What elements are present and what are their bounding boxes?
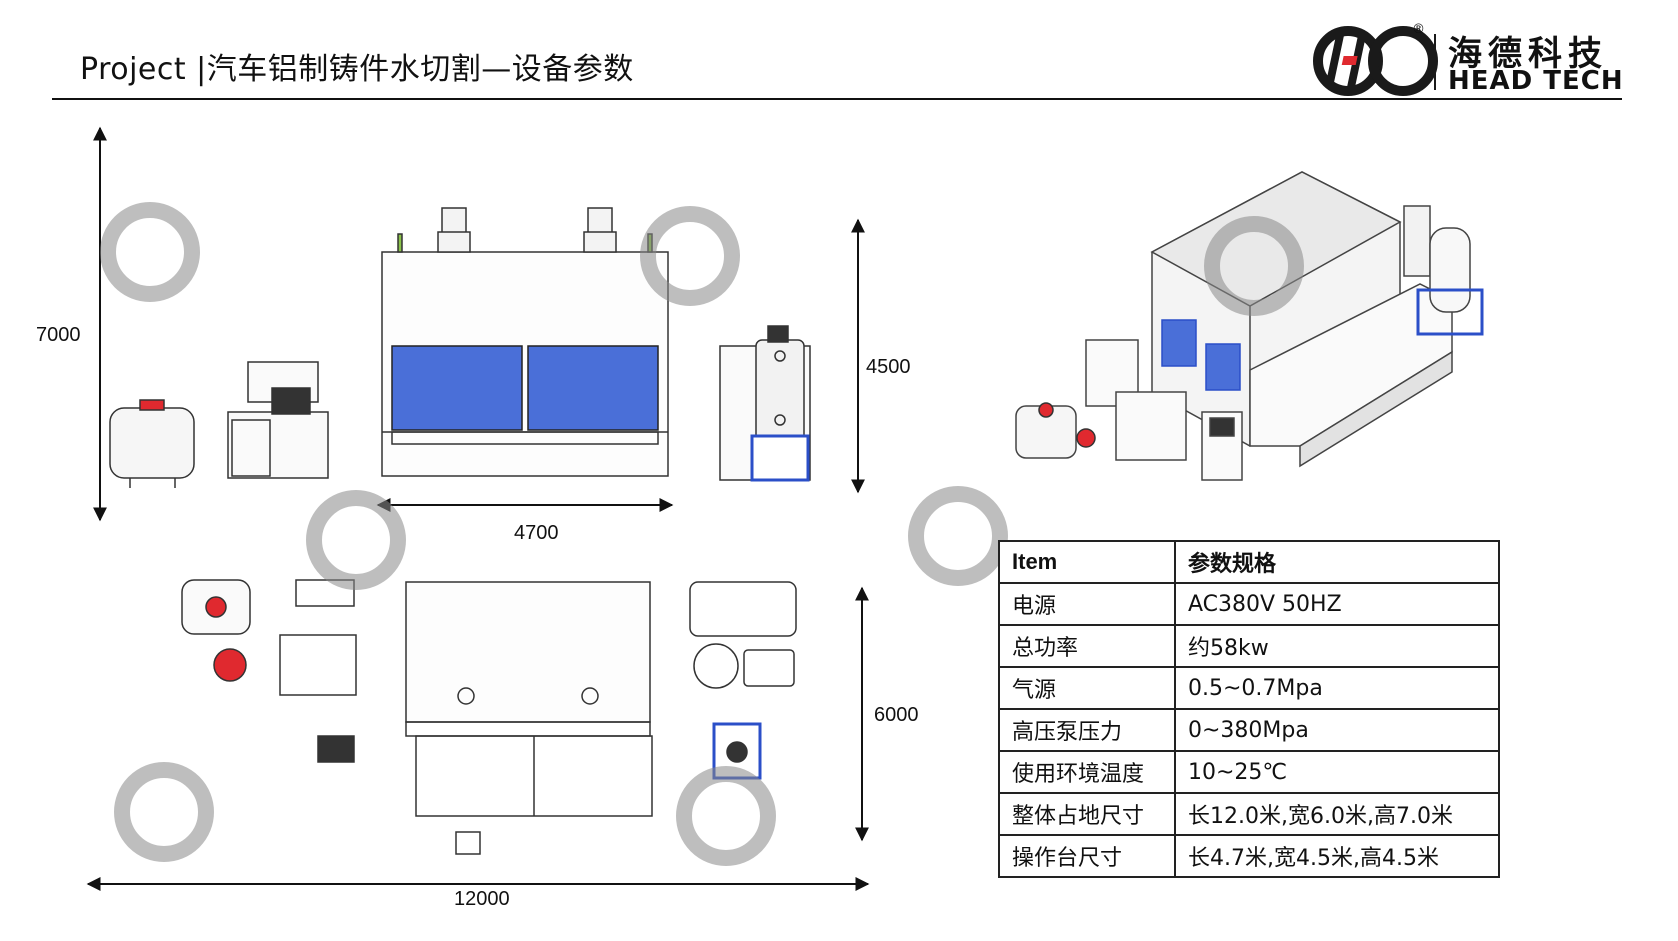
column-header-spec: 参数规格 <box>1174 540 1500 584</box>
row-spec: 约58kw <box>1174 624 1500 668</box>
row-spec: 长4.7米,宽4.5米,高4.5米 <box>1174 834 1500 878</box>
dim-label-width-front: 4700 <box>514 522 559 544</box>
table-row: 整体占地尺寸 长12.0米,宽6.0米,高7.0米 <box>998 792 1500 836</box>
table-row: 操作台尺寸 长4.7米,宽4.5米,高4.5米 <box>998 834 1500 878</box>
dim-label-height-total: 7000 <box>36 324 81 346</box>
row-item: 操作台尺寸 <box>998 834 1176 878</box>
header-divider <box>52 98 1622 100</box>
row-item: 整体占地尺寸 <box>998 792 1176 836</box>
row-spec: 10~25℃ <box>1174 750 1500 794</box>
spec-table: Item 参数规格 电源 AC380V 50HZ 总功率 约58kw 气源 0.… <box>998 540 1500 878</box>
row-spec: AC380V 50HZ <box>1174 582 1500 626</box>
dim-label-depth-plan: 6000 <box>874 704 919 726</box>
column-header-item: Item <box>998 540 1176 584</box>
dim-label-width-total: 12000 <box>454 888 510 910</box>
row-item: 气源 <box>998 666 1176 710</box>
row-item: 高压泵压力 <box>998 708 1176 752</box>
page-title: Project |汽车铝制铸件水切割—设备参数 <box>80 52 634 87</box>
table-row: 高压泵压力 0~380Mpa <box>998 708 1500 752</box>
row-spec: 0.5~0.7Mpa <box>1174 666 1500 710</box>
row-spec: 0~380Mpa <box>1174 708 1500 752</box>
dim-label-height-front: 4500 <box>866 356 911 378</box>
row-item: 电源 <box>998 582 1176 626</box>
front-elevation <box>109 207 811 488</box>
plan-view <box>181 579 797 855</box>
brand-name-en: HEAD TECH <box>1448 66 1624 96</box>
brand-name-cn: 海德科技 <box>1448 34 1608 74</box>
table-row: 气源 0.5~0.7Mpa <box>998 666 1500 710</box>
row-item: 使用环境温度 <box>998 750 1176 794</box>
table-row: 总功率 约58kw <box>998 624 1500 668</box>
table-row: 使用环境温度 10~25℃ <box>998 750 1500 794</box>
brand-logo-icon <box>1313 26 1438 96</box>
brand-registered-mark: ® <box>1412 22 1425 37</box>
row-spec: 长12.0米,宽6.0米,高7.0米 <box>1174 792 1500 836</box>
table-header-row: Item 参数规格 <box>998 540 1500 584</box>
table-row: 电源 AC380V 50HZ <box>998 582 1500 626</box>
row-item: 总功率 <box>998 624 1176 668</box>
